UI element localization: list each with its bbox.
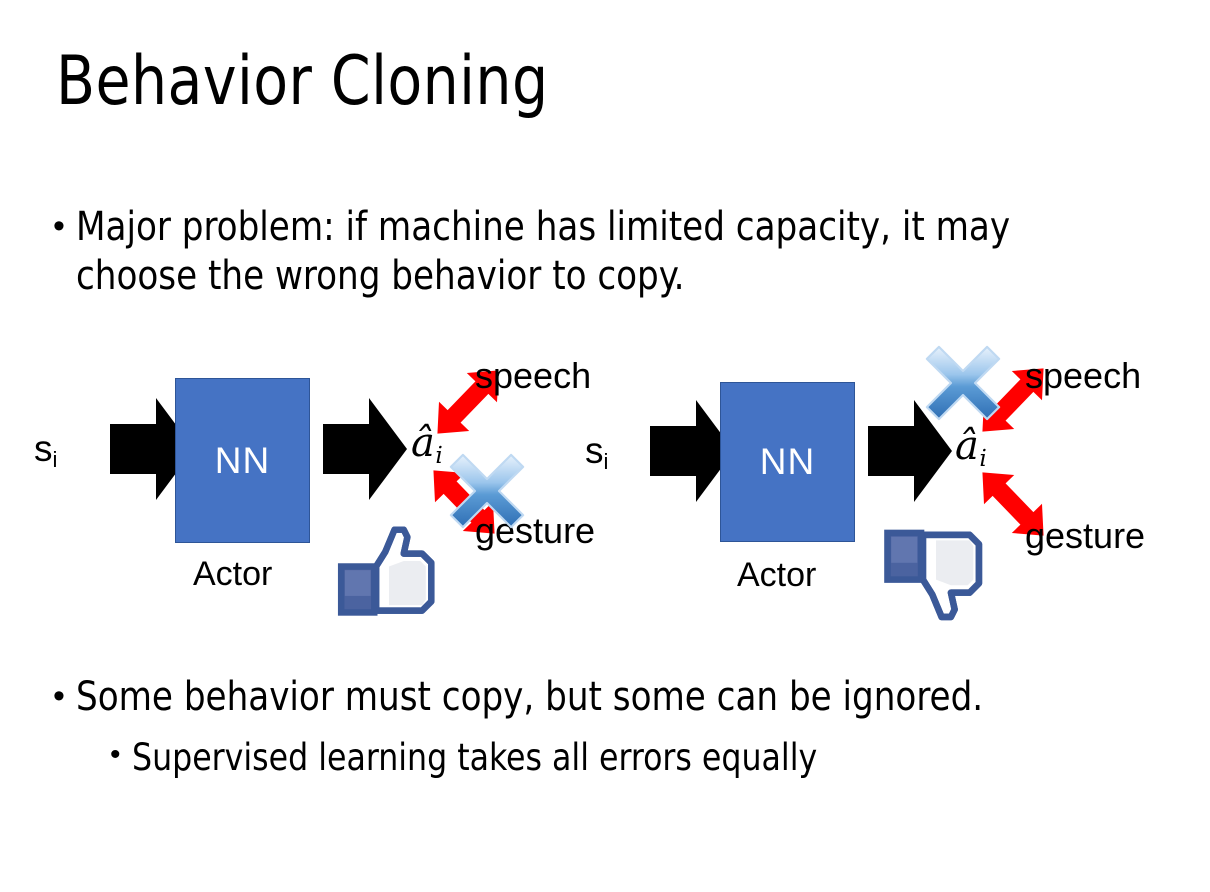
- bullet-text-2: Some behavior must copy, but some can be…: [75, 674, 984, 720]
- output-action-label-right: âi: [955, 423, 987, 472]
- output-arrow-right-icon: [868, 396, 952, 506]
- bullet-text-1: Major problem: if machine has limited ca…: [75, 204, 1010, 299]
- bullet-marker-icon: •: [53, 677, 65, 715]
- page-title: Behavior Cloning: [56, 42, 549, 121]
- diagram-left: si NN Actor âi: [20, 340, 620, 640]
- action-hat-symbol: â: [411, 420, 435, 466]
- bullet-item-1: • Major problem: if machine has limited …: [53, 203, 1133, 301]
- branch-label-speech-left: speech: [475, 355, 592, 396]
- input-state-label-left: si: [34, 428, 58, 473]
- input-arrow-left-icon: [110, 394, 194, 504]
- thumbs-down-icon: [880, 524, 992, 624]
- input-arrow-right-icon: [650, 396, 734, 506]
- branch-label-speech-right: speech: [1025, 355, 1142, 396]
- input-state-label-right: si: [585, 430, 609, 475]
- branch-label-gesture-right: gesture: [1025, 515, 1146, 556]
- bullet-marker-icon: •: [53, 207, 65, 245]
- diagram-right: si NN Actor âi: [565, 340, 1185, 640]
- nn-box-right: NN: [720, 382, 855, 542]
- nn-box-label-left: NN: [214, 439, 271, 481]
- output-arrow-left-icon: [323, 394, 407, 504]
- nn-box-left: NN: [175, 378, 310, 543]
- actor-caption-left: Actor: [193, 555, 273, 593]
- branch-arrow-speech-left-icon: [418, 350, 518, 455]
- thumbs-up-icon: [333, 526, 445, 618]
- branch-arrow-gesture-right-icon: [963, 452, 1063, 557]
- nn-box-label-right: NN: [759, 441, 816, 482]
- bullet-item-3: • Supervised learning takes all errors e…: [110, 735, 1160, 780]
- bullet-item-2: • Some behavior must copy, but some can …: [53, 673, 1173, 722]
- branch-arrow-speech-right-icon: [963, 348, 1063, 453]
- actor-caption-right: Actor: [737, 556, 817, 594]
- bullet-text-3: Supervised learning takes all errors equ…: [131, 736, 817, 779]
- bullet-marker-icon: •: [110, 738, 121, 771]
- cross-out-speech-right-icon: [920, 340, 1006, 426]
- output-action-label-left: âi: [411, 420, 443, 469]
- branch-label-gesture-left: gesture: [475, 510, 596, 551]
- action-hat-symbol: â: [955, 423, 979, 469]
- cross-out-gesture-left-icon: [444, 448, 530, 534]
